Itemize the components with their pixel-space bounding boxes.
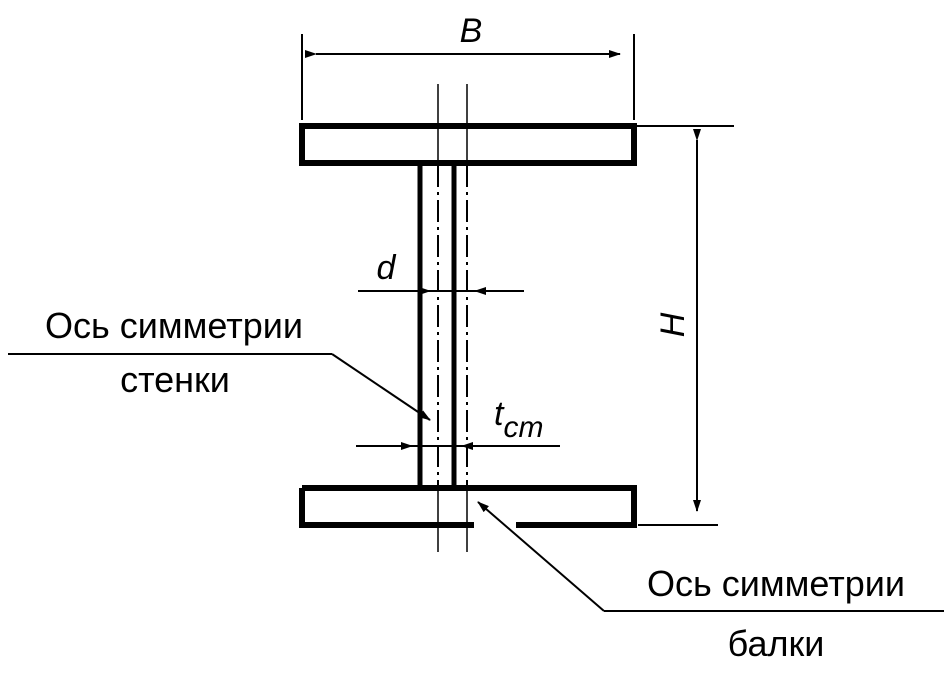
beam-axis-label-line1: Ось симметрии	[647, 563, 905, 604]
symmetry-axes	[437, 84, 468, 552]
web-axis-label-line1: Ось симметрии	[45, 305, 303, 346]
web-axis-label-line2: стенки	[120, 359, 230, 400]
beam-axis-leader	[477, 501, 944, 612]
width-dimension	[301, 34, 635, 120]
bottom-flange	[299, 485, 637, 528]
spacing-label: d	[377, 249, 397, 287]
wall-thickness-label: tcm	[494, 395, 543, 444]
height-label: H	[654, 312, 692, 337]
wall-thickness-sub: cm	[503, 411, 543, 444]
beam-axis-label-line2: балки	[728, 623, 825, 664]
web-axis-leader	[8, 353, 431, 421]
web-plates	[417, 165, 468, 486]
top-flange	[299, 123, 637, 166]
height-dimension	[636, 125, 734, 526]
width-label: B	[460, 12, 483, 50]
wall-thickness-main: t	[494, 395, 505, 433]
